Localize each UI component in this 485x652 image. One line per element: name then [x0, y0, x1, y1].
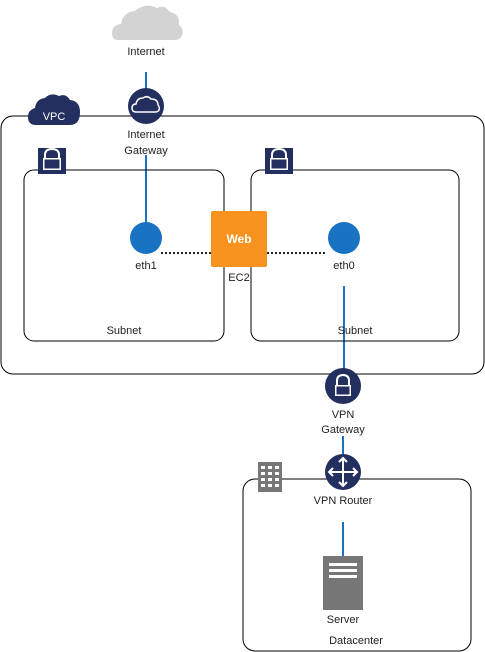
vpc-container [0, 115, 485, 375]
eth1-label: eth1 [135, 260, 156, 272]
subnet-left-container [23, 169, 225, 342]
subnet-right-label: Subnet [338, 325, 373, 337]
web-label: Web [226, 232, 251, 246]
router-icon [325, 454, 361, 490]
server-label: Server [327, 614, 360, 626]
vpc-cloud-icon [28, 94, 80, 125]
vpn-gateway-label-line2: Gateway [321, 424, 365, 436]
eth0-label: eth0 [333, 260, 354, 272]
datacenter-label: Datacenter [329, 635, 383, 647]
lock-icon [38, 147, 66, 174]
building-icon [258, 462, 282, 492]
lock-icon [265, 147, 293, 174]
igw-label-line2: Gateway [124, 145, 168, 157]
ec2-label: EC2 [228, 272, 249, 284]
eth0-node [328, 222, 360, 254]
vpn-gateway-lock-icon [325, 368, 361, 404]
vpn-gateway-label-line1: VPN [332, 409, 355, 421]
internet-label: Internet [127, 46, 164, 58]
server-icon [323, 556, 363, 610]
vpn-router-label: VPN Router [314, 495, 373, 507]
vpc-label: VPC [43, 111, 66, 123]
internet-gateway-icon [128, 88, 164, 124]
cloud-icon [112, 5, 183, 41]
ec2-web-instance [211, 211, 267, 267]
subnet-right-container [250, 169, 460, 342]
subnet-left-label: Subnet [107, 325, 142, 337]
eth1-node [130, 222, 162, 254]
igw-label-line1: Internet [127, 129, 164, 141]
